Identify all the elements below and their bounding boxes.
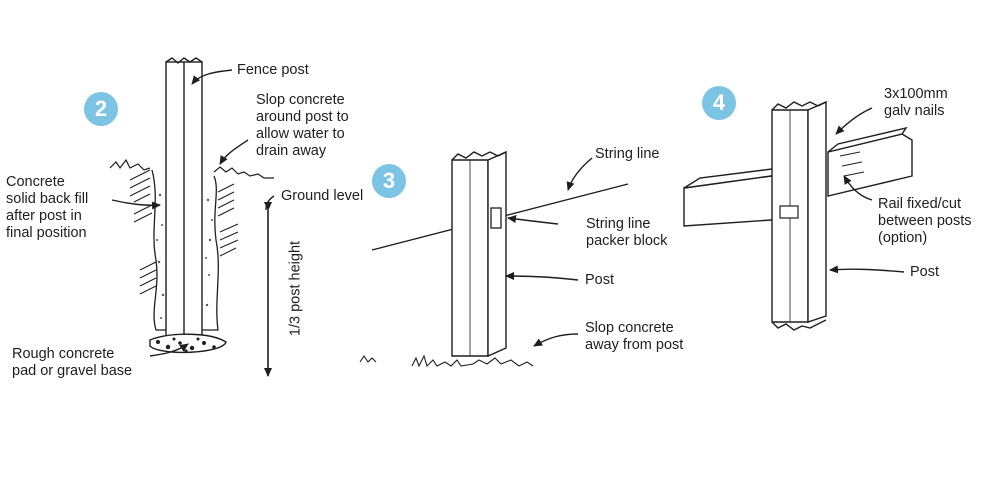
label-rail: Rail fixed/cut between posts (option) bbox=[878, 196, 972, 246]
step-2-leaders bbox=[111, 69, 275, 357]
label-slop-away: Slop concrete away from post bbox=[585, 320, 684, 353]
step-2-badge: 2 bbox=[84, 92, 118, 126]
label-post-height: 1/3 post height bbox=[287, 240, 304, 337]
label-rough-pad: Rough concrete pad or gravel base bbox=[12, 346, 133, 379]
soil-hatch-right bbox=[217, 183, 239, 257]
fence-post-2 bbox=[165, 57, 203, 339]
label-ground-level: Ground level bbox=[281, 188, 364, 204]
label-post-4: Post bbox=[910, 264, 940, 280]
step-3-badge: 3 bbox=[372, 164, 406, 198]
rail-bracket bbox=[779, 205, 799, 219]
label-string-line: String line bbox=[595, 146, 660, 162]
label-nails: 3x100mm galv nails bbox=[884, 86, 948, 119]
step-4-illustration bbox=[683, 100, 913, 331]
step-3-leaders bbox=[505, 157, 593, 347]
packer-block bbox=[490, 207, 502, 229]
post-3 bbox=[451, 150, 507, 358]
label-packer-block: String line packer block bbox=[586, 216, 668, 249]
step-4-leaders bbox=[829, 107, 905, 274]
step-4-badge: 4 bbox=[702, 86, 736, 120]
step-3-illustration bbox=[359, 150, 629, 368]
label-slop-concrete: Slop concrete around post to allow water… bbox=[256, 92, 349, 159]
label-post-3: Post bbox=[585, 272, 615, 288]
step-2-illustration bbox=[109, 57, 275, 377]
grass-base-3 bbox=[359, 354, 534, 368]
soil-hatch-left bbox=[129, 169, 157, 295]
gravel-base bbox=[149, 333, 227, 354]
ground-surface bbox=[109, 158, 274, 179]
label-concrete-backfill: Concrete solid back fill after post in f… bbox=[6, 174, 89, 241]
label-fence-post: Fence post bbox=[237, 62, 309, 78]
